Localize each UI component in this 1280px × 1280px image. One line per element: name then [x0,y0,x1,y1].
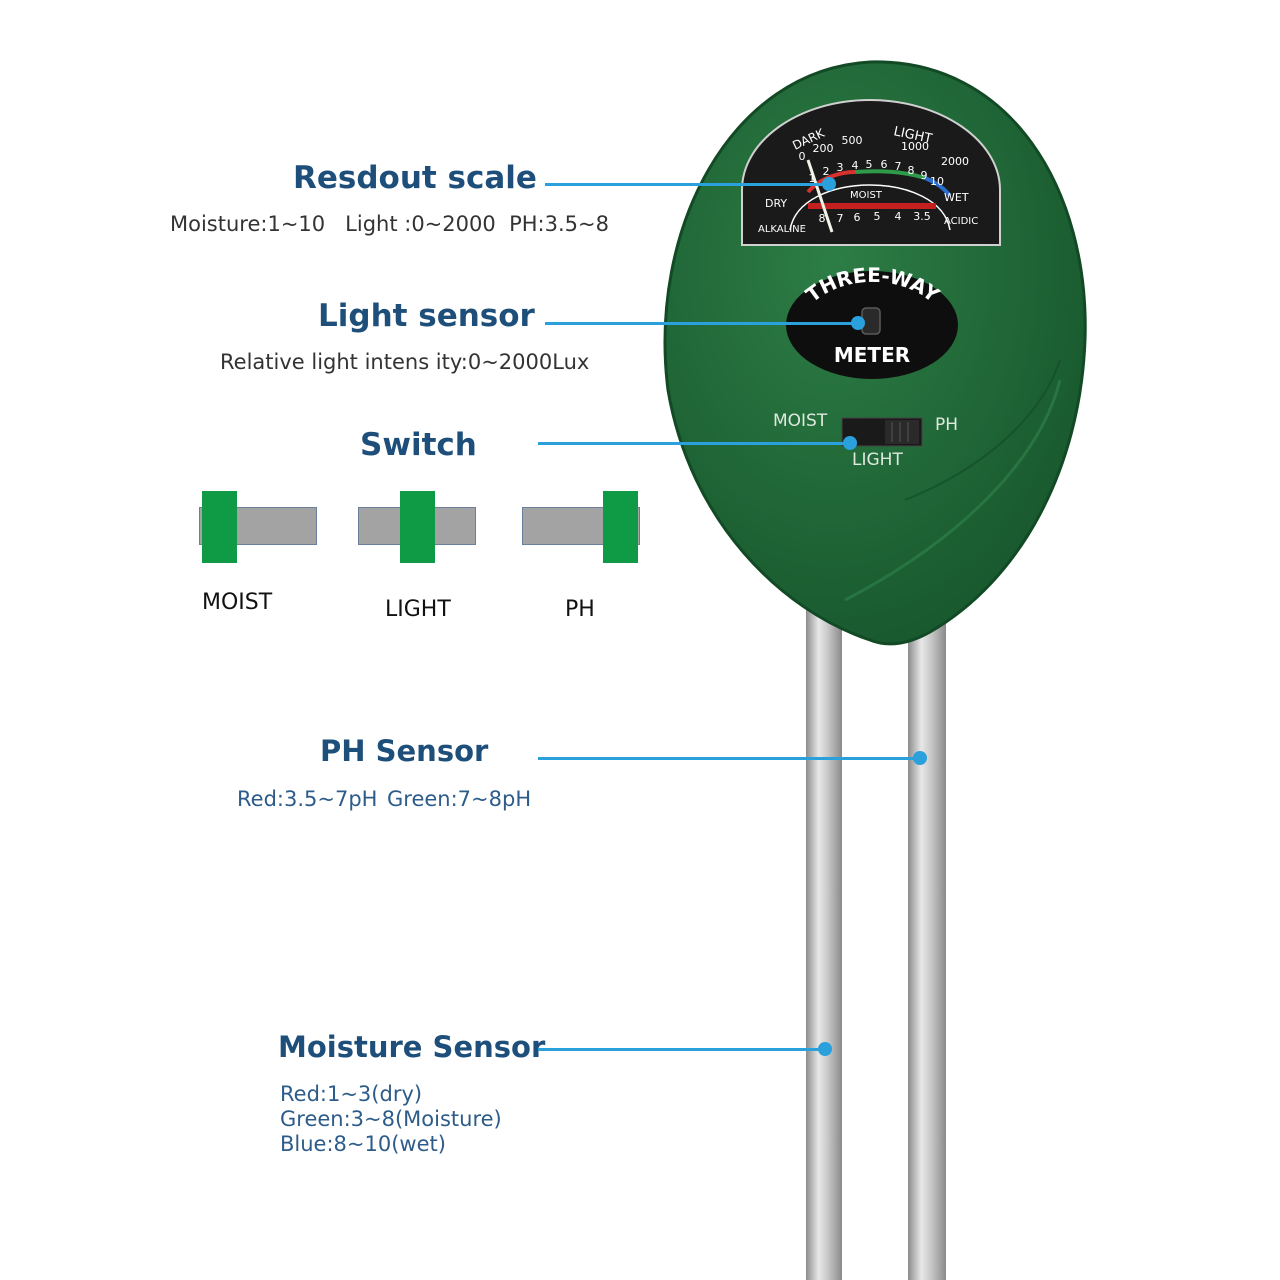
badge-bottom-text: METER [834,343,910,367]
switch-leader-line [538,442,848,445]
dial-ph-tick-3: 5 [874,210,881,223]
device-switch-knob [885,420,919,444]
ph-sensor-red-range: Red:3.5~7pH [237,787,378,811]
meter-needle [806,159,834,233]
switch-leader-dot [843,436,857,450]
dial-moist-tick-8: 9 [921,169,928,182]
readout-scale-title: Resdout scale [293,160,537,196]
moisture-leader-line [538,1048,823,1051]
dial-ph-tick-5: 3.5 [913,210,931,223]
readout-scale-detail: Moisture:1~10 Light :0~2000 PH:3.5~8 [170,212,609,236]
switch-title: Switch [360,427,477,463]
readout-leader-dot [822,177,836,191]
dial-moist-tick-9: 10 [930,175,944,188]
moisture-sensor-title: Moisture Sensor [278,1030,546,1064]
dial-moist-tick-1: 2 [823,165,830,178]
moisture-probe [806,560,842,1280]
dial-light-tick-4: 2000 [941,155,969,168]
dial-alkaline-label: ALKALINE [758,224,806,235]
readout-leader-line [545,183,825,186]
dial-light-tick-2: 500 [842,134,863,147]
switch-label-ph: PH [565,597,595,622]
dial-acidic-label: ACIDIC [944,216,978,227]
dial-ph-tick-4: 4 [895,210,902,223]
dial-moist-tick-3: 4 [852,159,859,172]
ph-sensor-title: PH Sensor [320,734,489,768]
dial-light-tick-1: 200 [813,142,834,155]
dial-moist-label: MOIST [850,190,883,201]
dial-ph-tick-2: 6 [854,211,861,224]
dial-light-tick-0: 0 [799,150,806,163]
dial-moist-tick-0: 1 [809,172,816,185]
dial-moist-tick-2: 3 [837,161,844,174]
device-switch-ph-label: PH [935,415,958,435]
switch-label-light: LIGHT [385,597,451,622]
light-leader-dot [851,316,865,330]
moisture-leader-dot [818,1042,832,1056]
switch-label-moist: MOIST [202,590,273,615]
moisture-range-red: Red:1~3(dry) [280,1082,423,1106]
dial-light-tick-3: 1000 [901,140,929,153]
light-sensor-title: Light sensor [318,298,535,334]
light-leader-line [545,322,855,325]
dial-moist-tick-7: 8 [908,164,915,177]
dial-dry-label: DRY [765,197,787,210]
ph-leader-line [538,757,918,760]
device-switch-moist-label: MOIST [773,411,828,431]
dial-ph-tick-0: 8 [819,212,826,225]
moisture-range-green: Green:3~8(Moisture) [280,1107,502,1131]
ph-sensor-green-range: Green:7~8pH [387,787,532,811]
device-switch-light-label: LIGHT [852,450,903,470]
dial-ph-tick-1: 7 [837,212,844,225]
ph-leader-dot [913,751,927,765]
dial-moist-tick-6: 7 [895,160,902,173]
light-sensor-detail: Relative light intens ity:0~2000Lux [220,350,590,374]
ph-probe [908,560,946,1280]
moisture-range-blue: Blue:8~10(wet) [280,1132,446,1156]
dial-moist-tick-5: 6 [881,158,888,171]
dial-wet-label: WET [944,191,969,204]
dial-moist-tick-4: 5 [866,158,873,171]
